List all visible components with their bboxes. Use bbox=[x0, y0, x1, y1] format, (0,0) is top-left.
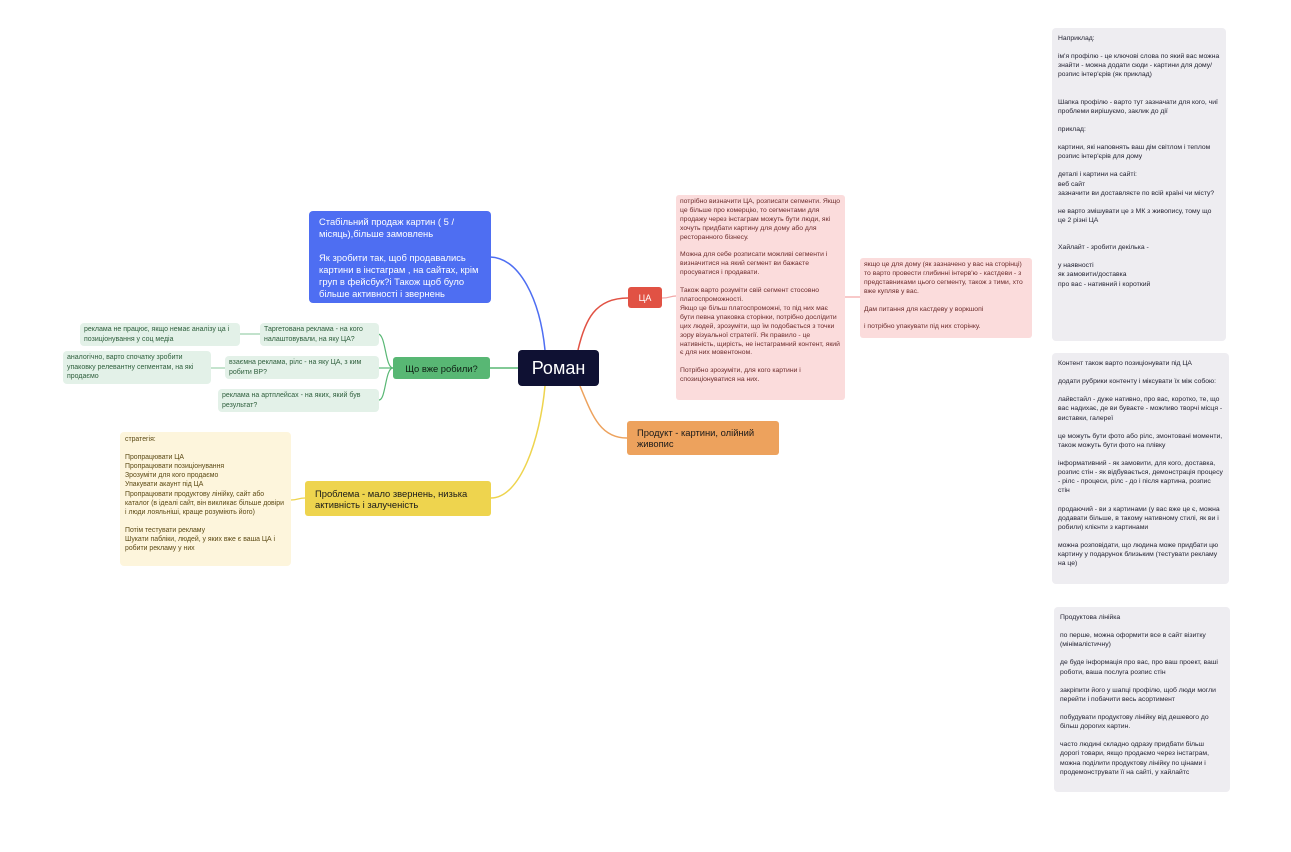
link-ca bbox=[577, 297, 629, 351]
content-note[interactable]: Контент також варто позиціонувати під ЦА… bbox=[1052, 353, 1229, 584]
profile-example-note[interactable]: Наприклад: ім'я профілю - це ключові сло… bbox=[1052, 28, 1226, 341]
link-done-3 bbox=[378, 367, 394, 401]
done-label: Що вже робили? bbox=[405, 362, 478, 374]
done-item-mutual-ads[interactable]: взаємна реклама, рілс - на яку ЦА, з ким… bbox=[225, 356, 379, 379]
ca-label: ЦА bbox=[638, 292, 652, 303]
central-topic[interactable]: Роман bbox=[518, 350, 599, 386]
central-topic-label: Роман bbox=[531, 357, 586, 378]
goal-node[interactable]: Стабільний продаж картин ( 5 / місяць),б… bbox=[309, 211, 491, 303]
link-goal bbox=[489, 256, 546, 351]
ca-node[interactable]: ЦА bbox=[628, 287, 662, 308]
done-item-targeted-ads-note[interactable]: реклама не працює, якщо немає аналізу ца… bbox=[80, 323, 240, 346]
link-done-1 bbox=[377, 333, 394, 369]
product-label: Продукт - картини, олійний живопис bbox=[637, 427, 755, 449]
problem-node[interactable]: Проблема - мало звернень, низька активні… bbox=[305, 481, 491, 516]
link-problem-note bbox=[290, 497, 306, 501]
link-problem bbox=[490, 385, 546, 499]
ca-main-note[interactable]: потрібно визначити ЦА, розписати сегмент… bbox=[676, 195, 845, 400]
done-item-artplace-ads[interactable]: реклама на артплейсах - на яких, який бу… bbox=[218, 389, 379, 412]
product-node[interactable]: Продукт - картини, олійний живопис bbox=[627, 421, 779, 455]
problem-label: Проблема - мало звернень, низька активні… bbox=[315, 488, 468, 510]
strategy-note[interactable]: стратегія: Пропрацювати ЦА Пропрацювати … bbox=[120, 432, 291, 566]
done-item-targeted-ads[interactable]: Таргетована реклама - на кого налаштовув… bbox=[260, 323, 379, 346]
done-node[interactable]: Що вже робили? bbox=[393, 357, 490, 379]
link-ca-note bbox=[661, 295, 677, 299]
link-product bbox=[579, 385, 628, 439]
product-line-note[interactable]: Продуктова лінійка по перше, можна оформ… bbox=[1054, 607, 1230, 792]
ca-side-note[interactable]: якщо це для дому (як зазначено у вас на … bbox=[860, 258, 1032, 338]
done-item-mutual-ads-note[interactable]: аналогічно, варто спочатку зробити упако… bbox=[63, 351, 211, 384]
